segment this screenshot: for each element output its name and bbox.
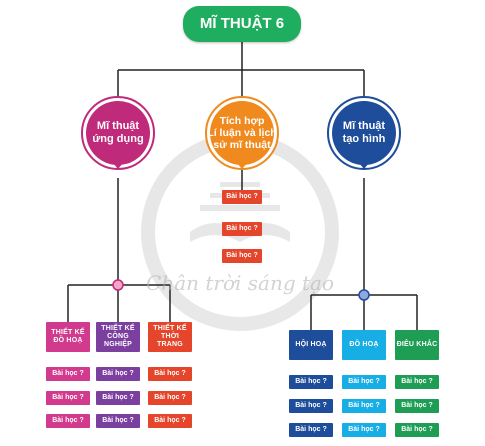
- lesson-printmaking-1[interactable]: Bài học ?: [342, 375, 386, 389]
- lesson-graphic-design-2[interactable]: Bài học ?: [46, 391, 90, 405]
- lesson-fashion-design-1[interactable]: Bài học ?: [148, 367, 192, 381]
- category-label-line: THỜI TRANG: [157, 332, 183, 349]
- category-label-line: THIẾT KẾ: [153, 324, 187, 332]
- category-graphic-design[interactable]: THIẾT KẾ ĐỒ HOẠ: [46, 322, 90, 352]
- lesson-industrial-design-2[interactable]: Bài học ?: [96, 391, 140, 405]
- page-title: MĨ THUẬT 6: [183, 6, 301, 42]
- junction-dot-left: [112, 279, 124, 291]
- center-lesson-2[interactable]: Bài học ?: [222, 222, 262, 236]
- category-label-line: THIẾT KẾ: [51, 328, 85, 336]
- lesson-painting-2[interactable]: Bài học ?: [289, 399, 333, 413]
- branch-label-line: Lí luận và lịch: [207, 126, 277, 139]
- branch-circle-fine-art[interactable]: [327, 96, 401, 170]
- watermark-text: Chân trời sáng tạo: [146, 271, 334, 295]
- center-lesson-3[interactable]: Bài học ?: [222, 249, 262, 263]
- lesson-fashion-design-3[interactable]: Bài học ?: [148, 414, 192, 428]
- category-industrial-design[interactable]: THIẾT KẾ CÔNG NGHIỆP: [96, 322, 140, 352]
- connectors: [67, 42, 418, 330]
- branch-label-line: sử mĩ thuật: [213, 139, 271, 152]
- lesson-graphic-design-3[interactable]: Bài học ?: [46, 414, 90, 428]
- branch-circle-art-theory[interactable]: [205, 96, 279, 170]
- category-printmaking[interactable]: ĐỒ HOẠ: [342, 330, 386, 360]
- branch-label-line: tạo hình: [342, 133, 386, 145]
- lesson-printmaking-3[interactable]: Bài học ?: [342, 423, 386, 437]
- category-painting[interactable]: HỘI HOẠ: [289, 330, 333, 360]
- lesson-painting-1[interactable]: Bài học ?: [289, 375, 333, 389]
- category-fashion-design[interactable]: THIẾT KẾ THỜI TRANG: [148, 322, 192, 352]
- lesson-sculpture-2[interactable]: Bài học ?: [395, 399, 439, 413]
- category-sculpture[interactable]: ĐIÊU KHẮC: [395, 330, 439, 360]
- lesson-industrial-design-1[interactable]: Bài học ?: [96, 367, 140, 381]
- lesson-graphic-design-1[interactable]: Bài học ?: [46, 367, 90, 381]
- branch-label-applied-art: Mĩ thuật ứng dụng: [88, 113, 148, 153]
- category-label-line: CÔNG NGHIỆP: [103, 332, 133, 349]
- category-label-line: ĐỒ HOẠ: [53, 337, 83, 344]
- lesson-industrial-design-3[interactable]: Bài học ?: [96, 414, 140, 428]
- branch-label-fine-art: Mĩ thuật tạo hình: [334, 113, 394, 153]
- branch-label-art-theory: Tích hợp Lí luận và lịch sử mĩ thuật: [206, 110, 278, 156]
- center-lesson-1[interactable]: Bài học ?: [222, 190, 262, 204]
- branch-label-line: Mĩ thuật: [342, 120, 386, 133]
- lesson-printmaking-2[interactable]: Bài học ?: [342, 399, 386, 413]
- junction-dot-right: [358, 289, 370, 301]
- lesson-sculpture-1[interactable]: Bài học ?: [395, 375, 439, 389]
- lesson-painting-3[interactable]: Bài học ?: [289, 423, 333, 437]
- branch-label-line: ứng dụng: [92, 133, 144, 145]
- lesson-sculpture-3[interactable]: Bài học ?: [395, 423, 439, 437]
- lesson-fashion-design-2[interactable]: Bài học ?: [148, 391, 192, 405]
- category-label-line: THIẾT KẾ: [101, 324, 135, 332]
- branch-circle-applied-art[interactable]: [81, 96, 155, 170]
- branch-label-line: Tích hợp: [219, 114, 265, 127]
- branch-label-line: Mĩ thuật: [96, 120, 140, 133]
